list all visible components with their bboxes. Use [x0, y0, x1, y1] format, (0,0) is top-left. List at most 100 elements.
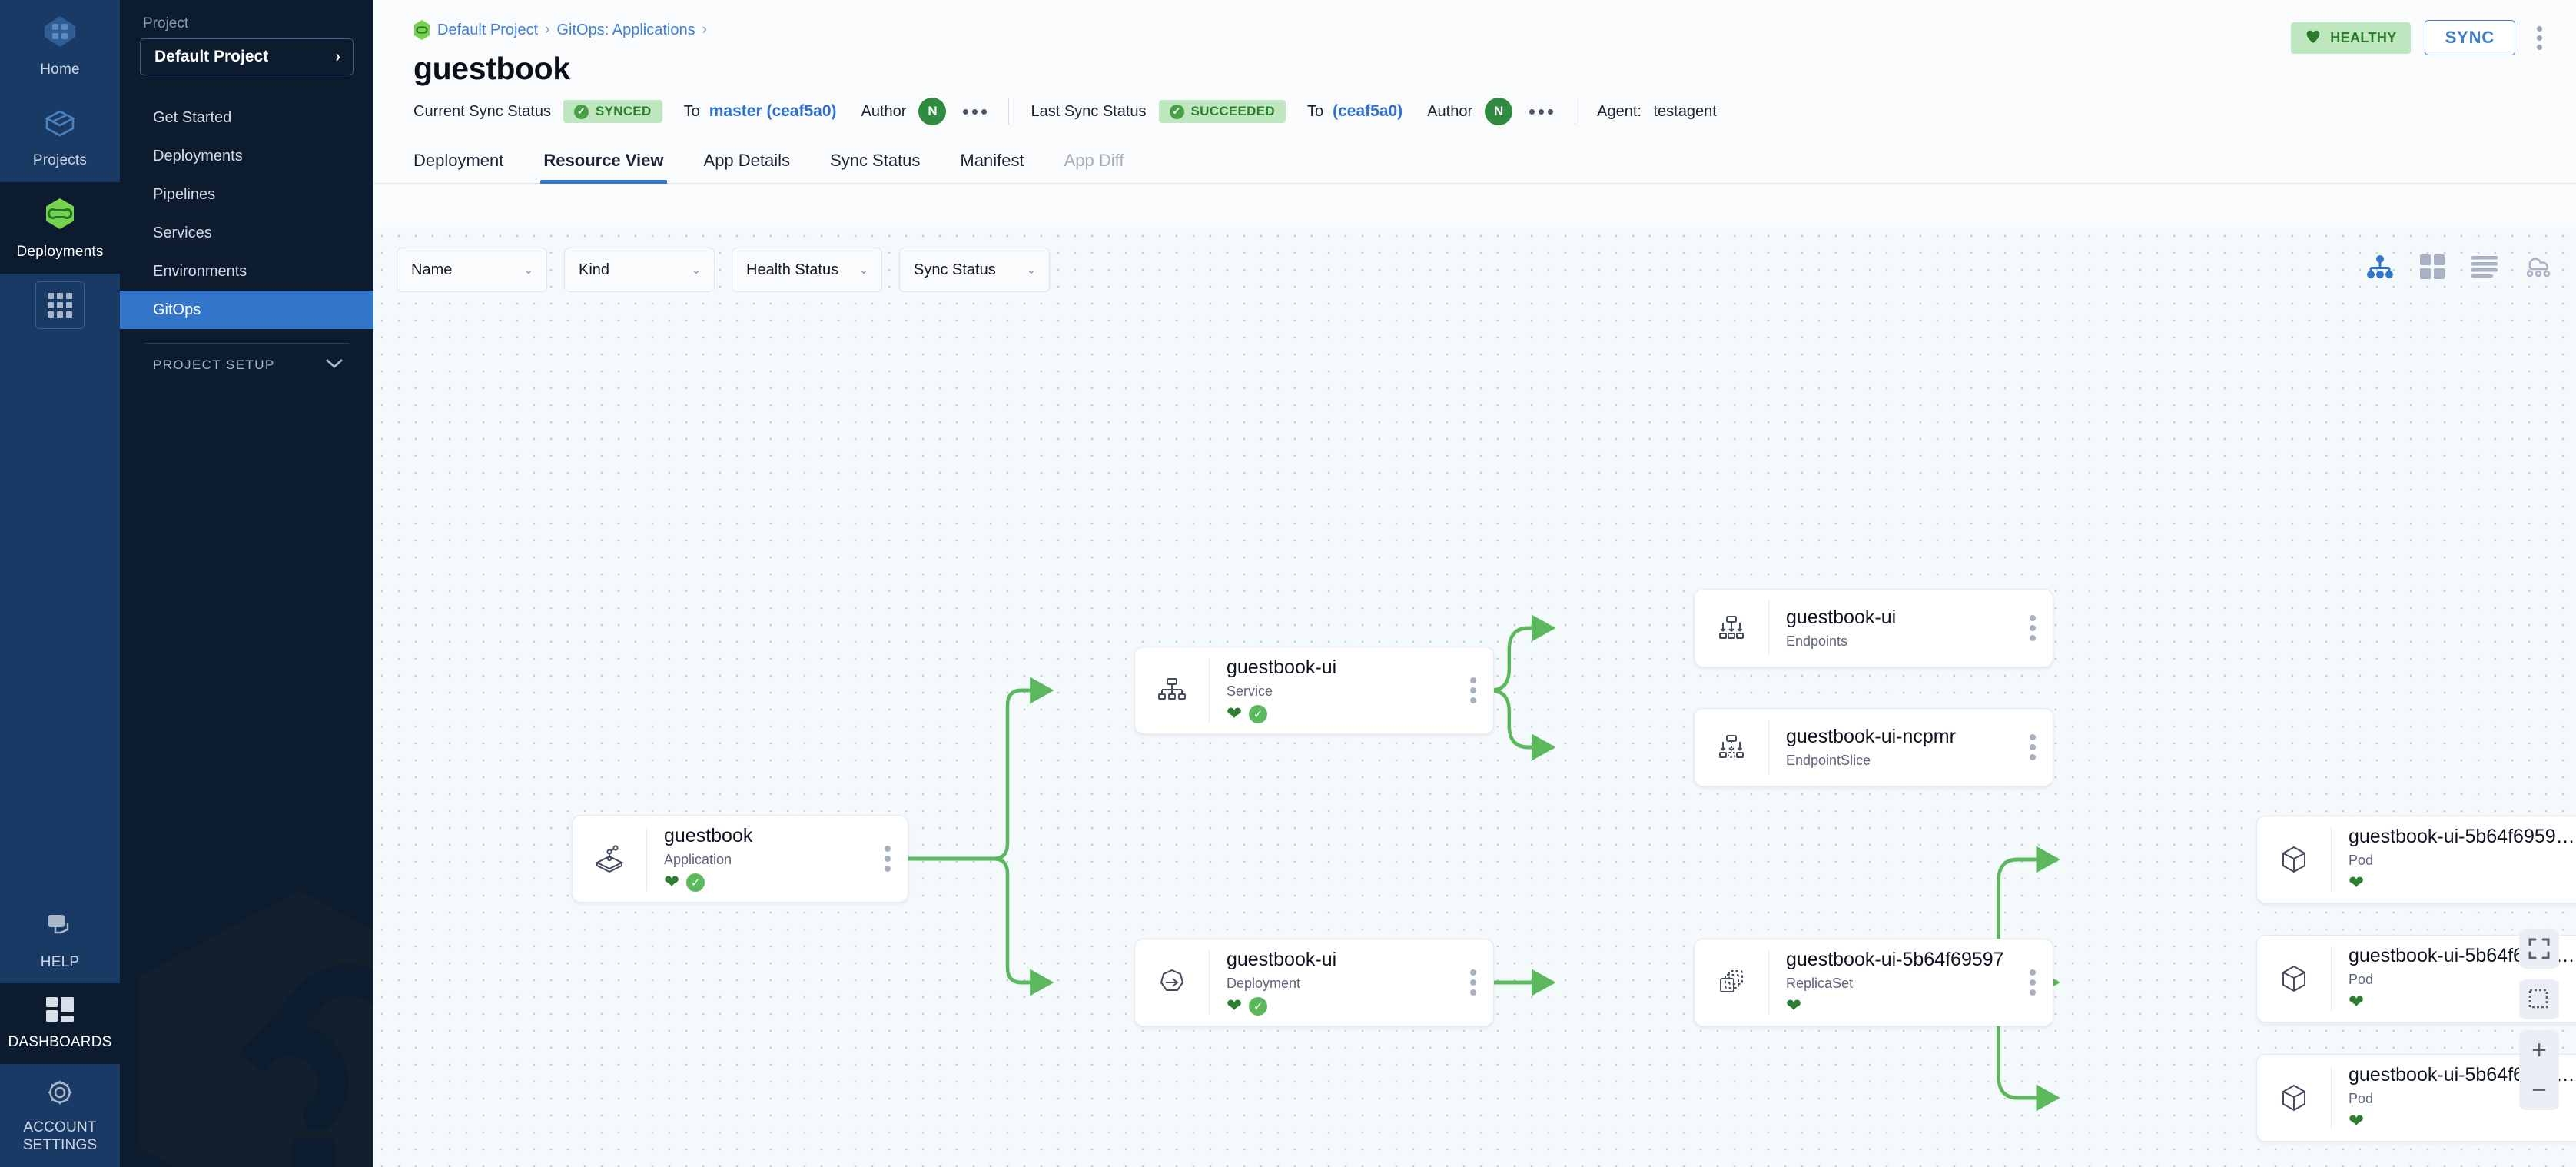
- kebab-menu-icon[interactable]: [2022, 615, 2053, 641]
- graph-node-replicaset[interactable]: guestbook-ui-5b64f69597 ReplicaSet ❤: [1694, 939, 2053, 1026]
- sidebar-item-pipelines[interactable]: Pipelines: [120, 175, 373, 214]
- project-sidebar: Project Default Project › Get Started De…: [120, 0, 373, 1167]
- filter-bar: Name ⌄ Kind ⌄ Health Status ⌄ Sync Statu…: [397, 248, 1050, 292]
- kebab-menu-icon[interactable]: [1462, 677, 1493, 703]
- kebab-menu-icon[interactable]: [2022, 734, 2053, 760]
- breadcrumb-separator-end: ›: [702, 22, 707, 38]
- status-badge-health-label: HEALTHY: [2330, 30, 2396, 46]
- heart-icon: ❤: [2349, 1112, 2364, 1131]
- heart-icon: ❤: [2349, 874, 2364, 893]
- filter-sync-status[interactable]: Sync Status ⌄: [899, 248, 1050, 292]
- sync-button[interactable]: SYNC: [2425, 20, 2515, 55]
- project-label: Project: [120, 15, 373, 38]
- sidebar-item-deployments[interactable]: Deployments: [120, 137, 373, 175]
- filter-name[interactable]: Name ⌄: [397, 248, 547, 292]
- last-author-label: Author: [1427, 103, 1472, 121]
- select-area-icon[interactable]: [2519, 979, 2559, 1019]
- graph-node-status: ❤: [2349, 1112, 2576, 1132]
- cluster-view-icon[interactable]: [2521, 251, 2553, 283]
- graph-node-body: guestbook-ui Deployment ❤ ✓: [1210, 949, 1462, 1016]
- graph-node-body: guestbook-ui Endpoints: [1769, 607, 2022, 650]
- graph-node-application[interactable]: guestbook Application ❤ ✓: [572, 815, 908, 903]
- rail-item-help[interactable]: ? HELP: [0, 897, 120, 984]
- sidebar-item-gitops[interactable]: GitOps: [120, 291, 373, 329]
- kebab-menu-icon[interactable]: [2022, 969, 2053, 996]
- graph-node-status: ❤ ✓: [1227, 996, 1456, 1016]
- sidebar-item-label: Pipelines: [153, 186, 215, 204]
- pod-icon: [2257, 963, 2331, 995]
- chevron-down-icon: ⌄: [1026, 262, 1037, 278]
- graph-node-endpointslice[interactable]: guestbook-ui-ncpmr EndpointSlice: [1694, 708, 2053, 786]
- project-selector[interactable]: Default Project ›: [140, 38, 354, 75]
- sidebar-item-label: Get Started: [153, 109, 231, 127]
- current-sync-status-label: Current Sync Status: [413, 103, 551, 121]
- agent-value: testagent: [1654, 103, 1717, 120]
- tab-manifest[interactable]: Manifest: [940, 151, 1044, 183]
- breadcrumb-item-default-project[interactable]: Default Project: [437, 22, 538, 39]
- graph-node-name: guestbook-ui-ncpmr: [1786, 726, 2016, 748]
- sidebar-section-project-setup[interactable]: PROJECT SETUP: [120, 344, 373, 387]
- last-revision-link[interactable]: (ceaf5a0): [1333, 102, 1403, 121]
- rail-item-projects[interactable]: Projects: [0, 91, 120, 183]
- check-circle-icon: ✓: [1249, 997, 1267, 1016]
- avatar[interactable]: N: [1485, 98, 1512, 125]
- rail-item-projects-label: Projects: [33, 151, 87, 170]
- rail-item-home[interactable]: Home: [0, 0, 120, 91]
- filter-kind[interactable]: Kind ⌄: [564, 248, 715, 292]
- sidebar-item-services[interactable]: Services: [120, 214, 373, 252]
- sidebar-item-label: Services: [153, 224, 212, 242]
- graph-node-deployment[interactable]: guestbook-ui Deployment ❤ ✓: [1134, 939, 1494, 1026]
- sidebar-item-get-started[interactable]: Get Started: [120, 98, 373, 137]
- heart-icon: ❤: [664, 873, 679, 892]
- chevron-down-icon: ⌄: [691, 262, 702, 278]
- service-icon: [1135, 674, 1209, 707]
- deployment-icon: [1135, 966, 1209, 999]
- primary-icon-rail: Home Projects Deployments: [0, 0, 120, 1167]
- deployments-infinity-icon: [42, 196, 78, 237]
- graph-node-endpoints[interactable]: guestbook-ui Endpoints: [1694, 589, 2053, 667]
- tab-sync-status[interactable]: Sync Status: [810, 151, 940, 183]
- graph-node-service[interactable]: guestbook-ui Service ❤ ✓: [1134, 647, 1494, 734]
- graph-node-pod-1[interactable]: guestbook-ui-5b64f6959… Pod ❤: [2256, 816, 2576, 903]
- current-to-label: To: [684, 103, 700, 121]
- graph-node-body: guestbook-ui Service ❤ ✓: [1210, 657, 1462, 724]
- breadcrumb-separator: ›: [545, 22, 549, 38]
- rail-spacer: [0, 329, 120, 897]
- last-to-label: To: [1307, 103, 1323, 121]
- list-view-icon[interactable]: [2468, 251, 2501, 283]
- page-header: Default Project › GitOps: Applications ›…: [373, 0, 2576, 87]
- resource-graph-canvas[interactable]: Name ⌄ Kind ⌄ Health Status ⌄ Sync Statu…: [373, 228, 2576, 1167]
- canvas-zoom-controls: + −: [2519, 929, 2559, 1110]
- zoom-in-icon[interactable]: +: [2519, 1030, 2559, 1070]
- filter-health-status-label: Health Status: [746, 261, 838, 279]
- sidebar-item-environments[interactable]: Environments: [120, 252, 373, 291]
- filter-kind-label: Kind: [579, 261, 609, 279]
- current-revision-link[interactable]: master (ceaf5a0): [709, 102, 837, 121]
- tab-deployment[interactable]: Deployment: [413, 151, 523, 183]
- header-actions: HEALTHY SYNC: [2291, 20, 2550, 55]
- heart-icon: ❤: [1786, 997, 1801, 1016]
- fit-screen-icon[interactable]: [2519, 929, 2559, 969]
- filter-health-status[interactable]: Health Status ⌄: [732, 248, 882, 292]
- avatar[interactable]: N: [918, 98, 946, 125]
- rail-item-deployments[interactable]: Deployments: [0, 182, 120, 274]
- kebab-menu-icon[interactable]: [877, 846, 908, 872]
- sidebar-item-label: GitOps: [153, 301, 201, 319]
- apps-grid-icon[interactable]: [35, 281, 85, 329]
- last-ellipsis-icon[interactable]: [1529, 109, 1553, 115]
- grid-view-icon[interactable]: [2416, 251, 2448, 283]
- last-sync-status-badge-label: SUCCEEDED: [1191, 104, 1275, 119]
- heart-icon: ❤: [2349, 993, 2364, 1012]
- rail-item-account-settings[interactable]: ACCOUNT SETTINGS: [0, 1064, 120, 1167]
- breadcrumb-item-gitops-applications[interactable]: GitOps: Applications: [557, 22, 695, 39]
- tree-view-icon[interactable]: [2364, 251, 2396, 283]
- tab-app-details[interactable]: App Details: [684, 151, 811, 183]
- current-ellipsis-icon[interactable]: [963, 109, 987, 115]
- zoom-out-icon[interactable]: −: [2519, 1070, 2559, 1110]
- filter-sync-status-label: Sync Status: [914, 261, 996, 279]
- endpointslice-icon: [1695, 731, 1768, 763]
- rail-item-dashboards[interactable]: DASHBOARDS: [0, 983, 120, 1064]
- kebab-menu-icon[interactable]: [1462, 969, 1493, 996]
- tab-resource-view[interactable]: Resource View: [523, 151, 683, 183]
- kebab-menu-icon[interactable]: [2529, 22, 2550, 55]
